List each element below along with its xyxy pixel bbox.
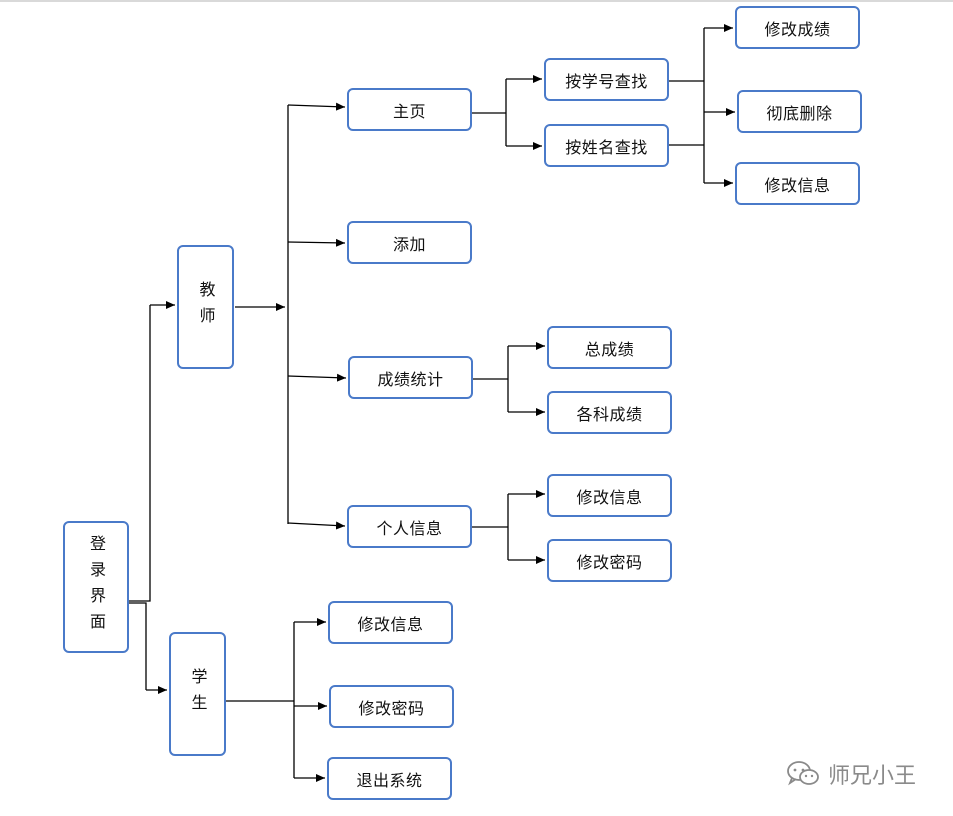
personal-info-node: 个人信息	[347, 505, 472, 548]
connector-login-branch	[128, 305, 151, 602]
delete-label: 彻底删除	[766, 103, 833, 123]
student-node: 学生	[169, 632, 226, 756]
search-by-id-label: 按学号查找	[565, 71, 648, 91]
watermark: 师兄小王	[786, 758, 916, 790]
add-node: 添加	[347, 221, 472, 264]
teacher-node: 教师	[177, 245, 234, 369]
student-modify-info-node: 修改信息	[328, 601, 453, 644]
logout-label: 退出系统	[356, 770, 423, 790]
student-label: 学生	[188, 668, 208, 720]
search-by-id-node: 按学号查找	[544, 58, 669, 101]
teacher-label: 教师	[196, 281, 216, 333]
add-label: 添加	[392, 234, 426, 254]
home-label: 主页	[392, 101, 426, 121]
grade-stats-node: 成绩统计	[348, 356, 473, 399]
total-grade-label: 总成绩	[584, 339, 635, 359]
top-divider	[0, 0, 953, 2]
wechat-icon	[787, 761, 819, 786]
total-grade-node: 总成绩	[547, 326, 672, 369]
logout-node: 退出系统	[327, 757, 452, 800]
connector-login-trunk2	[128, 602, 147, 690]
search-by-name-label: 按姓名查找	[565, 137, 648, 157]
watermark-text: 师兄小王	[828, 764, 917, 789]
teacher-modify-password-node: 修改密码	[547, 539, 672, 582]
teacher-modify-info-label: 修改信息	[576, 487, 643, 507]
login-label: 登录界面	[87, 535, 106, 639]
student-modify-password-label: 修改密码	[358, 698, 425, 718]
modify-info-search-label: 修改信息	[764, 175, 831, 195]
delete-node: 彻底删除	[737, 90, 862, 133]
modify-grade-node: 修改成绩	[735, 6, 860, 49]
connector-to-grade-stats	[287, 373, 347, 382]
connector-to-personal-info	[287, 521, 346, 530]
student-modify-password-node: 修改密码	[329, 685, 454, 728]
modify-info-search-node: 修改信息	[735, 162, 860, 205]
teacher-modify-password-label: 修改密码	[576, 552, 643, 572]
connector-to-home	[287, 102, 346, 111]
home-node: 主页	[347, 88, 472, 131]
personal-info-label: 个人信息	[376, 518, 443, 538]
student-modify-info-label: 修改信息	[357, 614, 424, 634]
subject-grade-node: 各科成绩	[547, 391, 672, 434]
login-node: 登录界面	[63, 521, 129, 653]
grade-stats-label: 成绩统计	[377, 369, 444, 389]
modify-grade-label: 修改成绩	[764, 19, 831, 39]
search-by-name-node: 按姓名查找	[544, 124, 669, 167]
connector-home-out	[471, 79, 507, 146]
connector-to-add	[287, 238, 346, 247]
subject-grade-label: 各科成绩	[576, 404, 643, 424]
teacher-modify-info-node: 修改信息	[547, 474, 672, 517]
